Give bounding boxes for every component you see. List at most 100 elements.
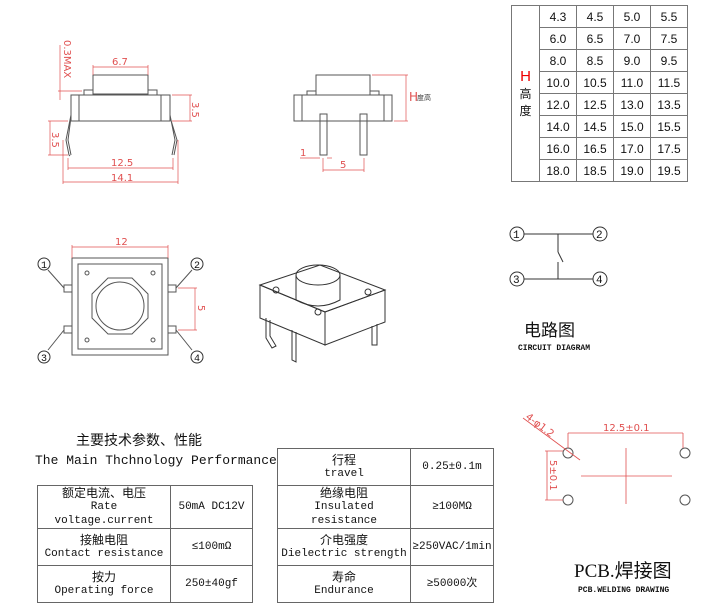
dim-3-5-body: 3.5: [189, 102, 200, 118]
spec-value: ≤100mΩ: [170, 528, 253, 566]
spec-value: 0.25±0.1m: [410, 448, 494, 486]
spec-value: 50mA DC12V: [170, 485, 253, 529]
dim-14-1: 14.1: [111, 173, 133, 184]
spec-name-cn: 额定电流、电压: [61, 486, 146, 500]
height-cell: 17.0: [613, 137, 651, 160]
height-cell: 19.5: [650, 159, 688, 182]
height-cell: 16.5: [576, 137, 614, 160]
spec-value: ≥100MΩ: [410, 485, 494, 529]
dim-5: 5: [340, 160, 346, 171]
height-cell: 12.0: [539, 93, 577, 116]
dim-3-5-leg: 3.5: [49, 132, 60, 148]
height-cell: 6.0: [539, 27, 577, 50]
height-cell: 14.5: [576, 115, 614, 138]
spec-name-en: Operating force: [54, 585, 154, 597]
dim-1: 1: [300, 148, 306, 159]
dim-6-7: 6.7: [112, 57, 128, 68]
spec-name-en: Rate voltage.current: [54, 501, 154, 527]
height-cell: 18.0: [539, 159, 577, 182]
height-cell: 9.0: [613, 49, 651, 72]
spec-name-cn: 按力: [91, 570, 116, 584]
height-cell: 15.0: [613, 115, 651, 138]
circuit-pin-3: 3: [513, 275, 520, 287]
pcb-title-cn: PCB.焊接图: [574, 561, 672, 582]
height-cell: 15.5: [650, 115, 688, 138]
dim-h: H: [409, 90, 418, 104]
pin-2: 2: [194, 261, 200, 272]
height-cell: 7.5: [650, 27, 688, 50]
height-label-cn: 高度: [519, 87, 532, 118]
height-cell: 12.5: [576, 93, 614, 116]
height-cell: 8.0: [539, 49, 577, 72]
height-cell: 8.5: [576, 49, 614, 72]
front-view: H 度高 1 5: [293, 74, 431, 172]
spec-name-cn: 介电强度: [319, 533, 368, 547]
dim-5-top: 5: [195, 305, 206, 311]
spec-value: ≥250VAC/1min: [410, 528, 494, 566]
spec-value: ≥50000次: [410, 565, 494, 603]
height-cell: 5.0: [613, 5, 651, 28]
height-cell: 10.0: [539, 71, 577, 94]
circuit-title-cn: 电路图: [524, 321, 575, 341]
pcb-dim-12-5: 12.5±0.1: [603, 423, 650, 434]
height-cell: 6.5: [576, 27, 614, 50]
pin-1: 1: [41, 261, 47, 272]
height-cell: 13.5: [650, 93, 688, 116]
height-cell: 13.0: [613, 93, 651, 116]
top-view: 12 5 1 2 3 4: [37, 237, 206, 365]
spec-name-en: travel: [324, 468, 364, 480]
pcb-dim-hole: 4-φ1.2: [523, 412, 556, 440]
height-cell: 18.5: [576, 159, 614, 182]
spec-name-en: Insulated resistance: [310, 501, 377, 527]
height-cell: 14.0: [539, 115, 577, 138]
height-cell: 11.0: [613, 71, 651, 94]
spec-name-cn: 行程: [331, 453, 356, 467]
isometric-view: [258, 264, 387, 363]
height-symbol: H: [520, 68, 531, 85]
height-cell: 9.5: [650, 49, 688, 72]
height-cell: 5.5: [650, 5, 688, 28]
dim-12-5: 12.5: [111, 158, 133, 169]
circuit-pin-1: 1: [513, 230, 520, 242]
pcb-drawing: 12.5±0.1 5±0.1 4-φ1.2: [522, 412, 691, 506]
circuit-diagram: [509, 226, 608, 287]
specs-title-cn: 主要技术参数、性能: [76, 433, 202, 449]
spec-name-en: Contact resistance: [44, 548, 164, 560]
pin-4: 4: [194, 354, 200, 365]
pin-3: 3: [41, 354, 47, 365]
spec-name-en: Endurance: [314, 585, 374, 597]
pcb-dim-5: 5±0.1: [547, 460, 558, 491]
height-cell: 4.5: [576, 5, 614, 28]
specs-title-en: The Main Thchnology Performance: [35, 453, 277, 468]
side-view: 6.7 0.3MAX 3.5 3.5 12.5 14.1: [48, 40, 200, 184]
pin-labels: [37, 257, 204, 364]
circuit-title-en: CIRCUIT DIAGRAM: [518, 344, 591, 353]
dim-0-3max: 0.3MAX: [61, 40, 72, 78]
spec-value: 250±40gf: [170, 565, 253, 603]
circuit-pin-4: 4: [596, 275, 603, 287]
circuit-pin-2: 2: [596, 230, 603, 242]
